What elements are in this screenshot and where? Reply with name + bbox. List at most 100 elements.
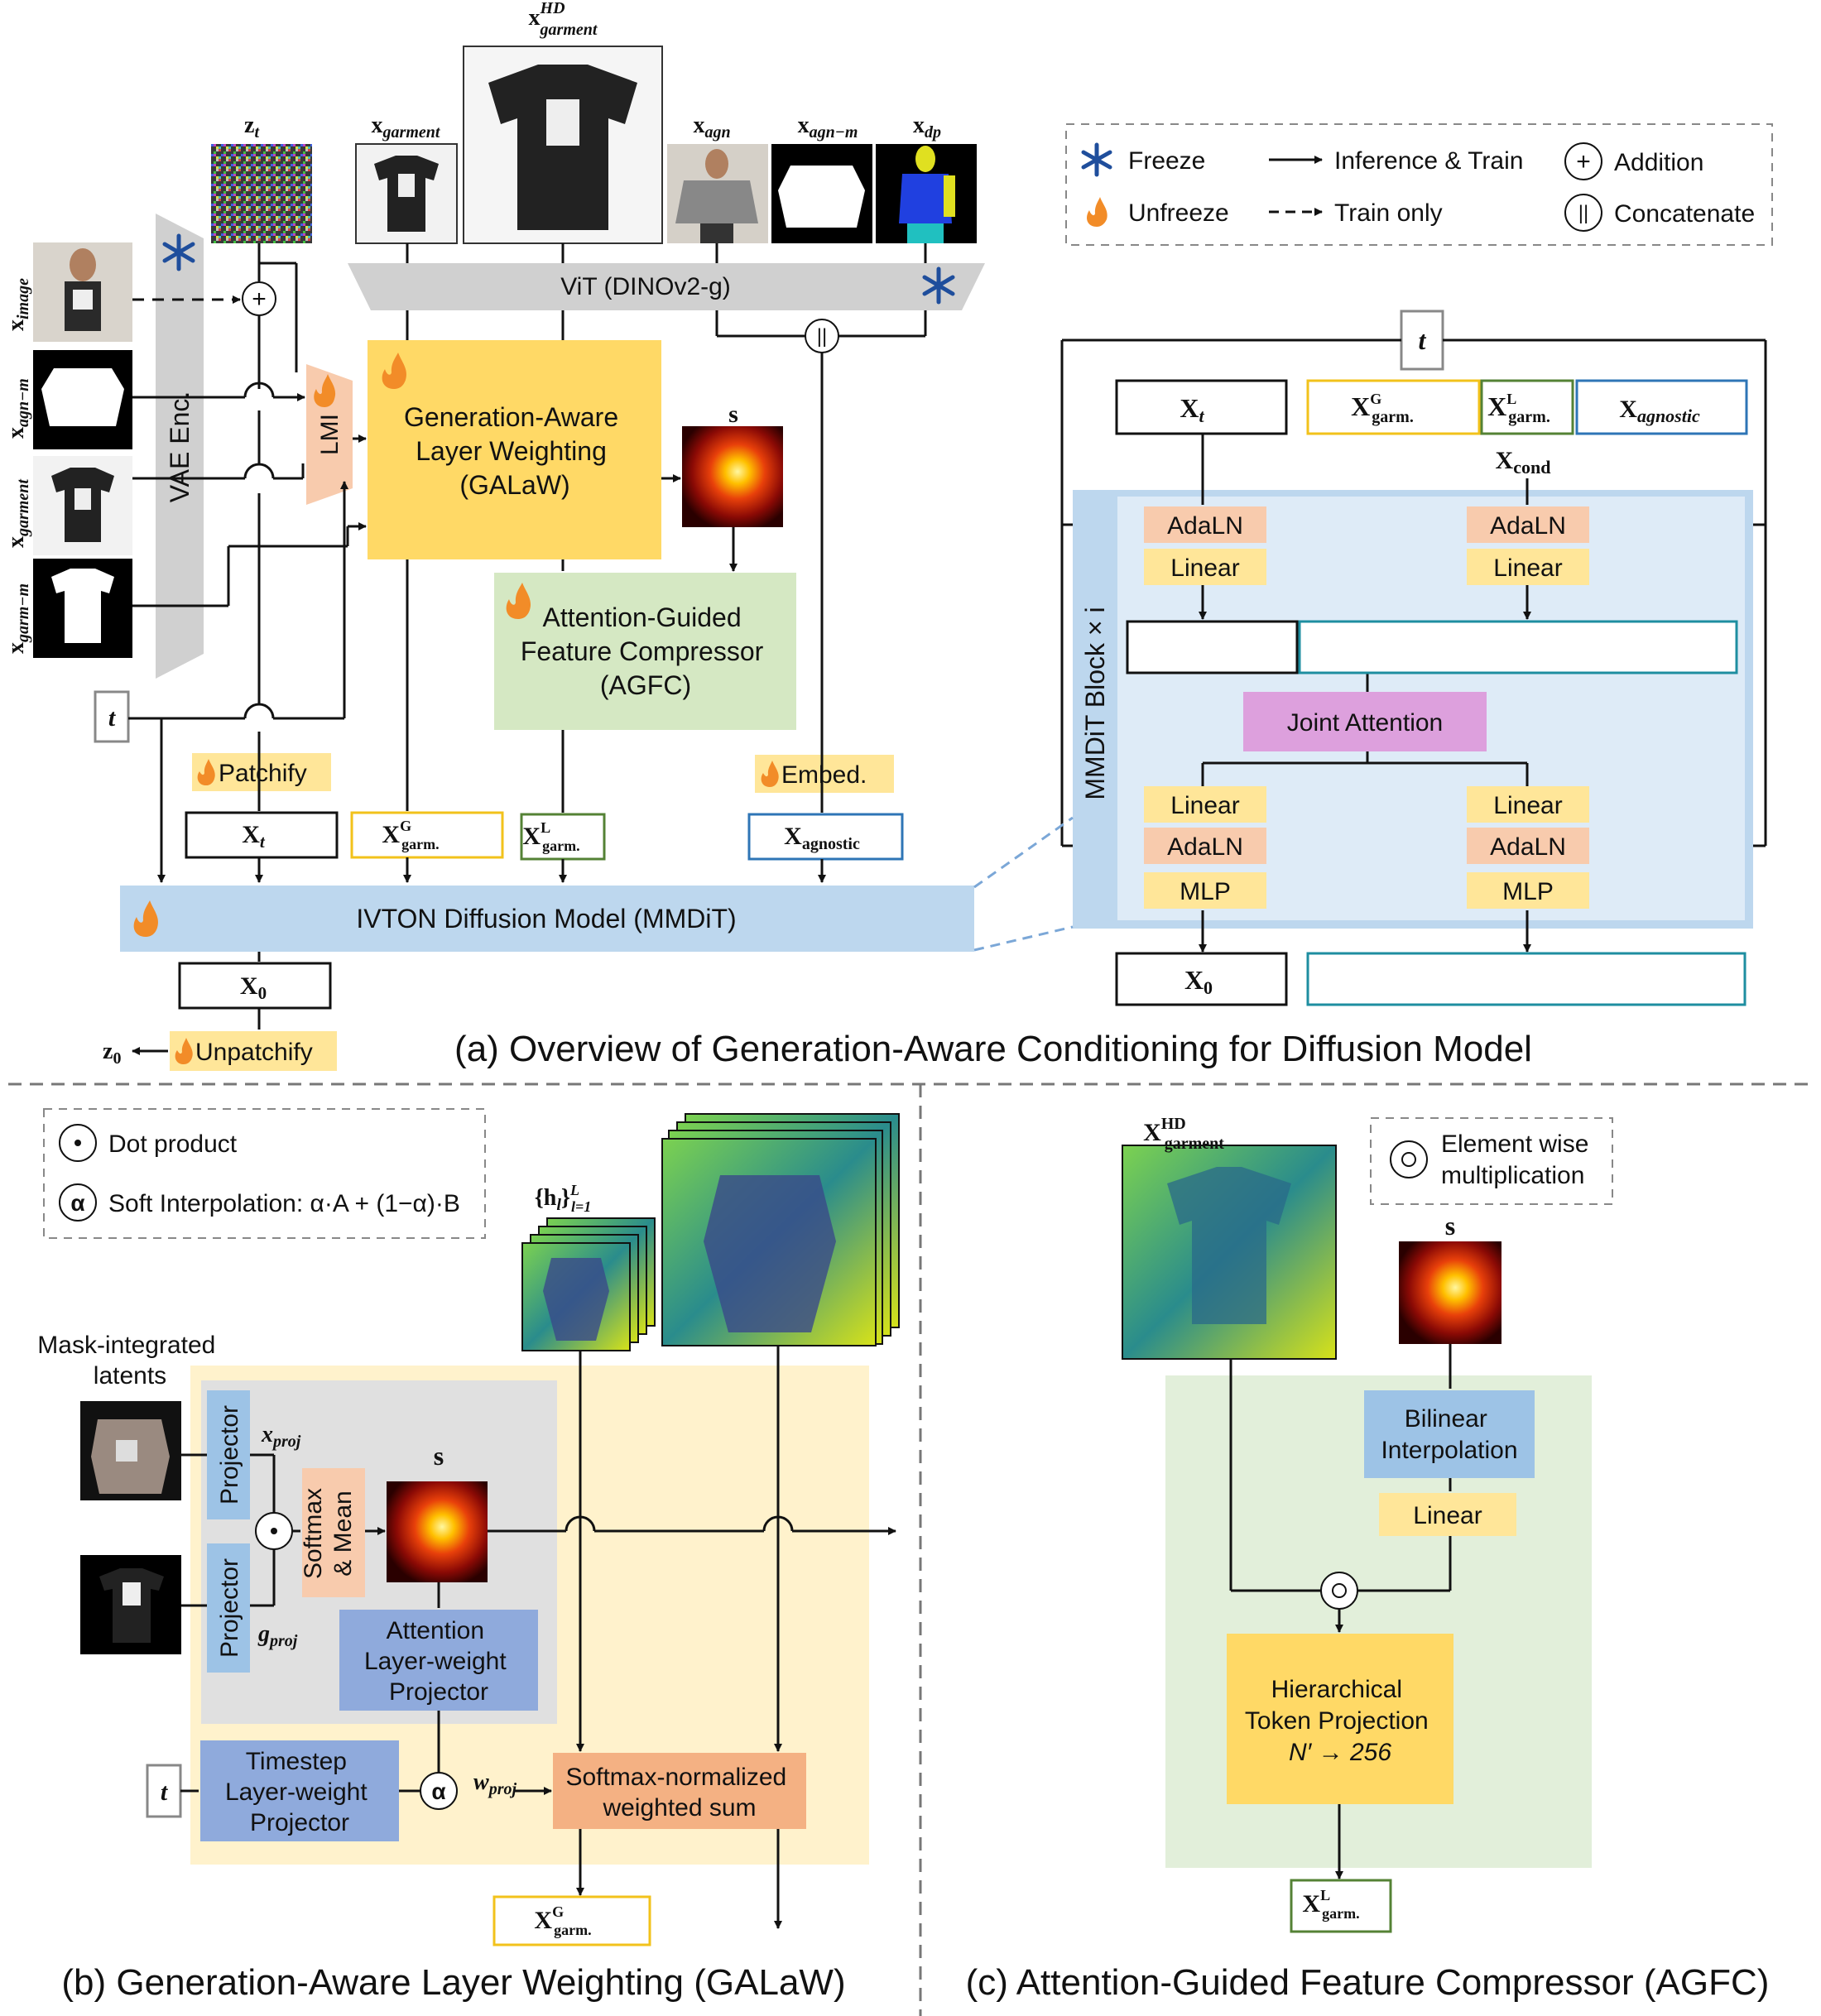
top-x-hd-garment-image bbox=[463, 46, 663, 244]
svg-text:Addition: Addition bbox=[1614, 149, 1703, 176]
mask-latent-image-1 bbox=[80, 1401, 181, 1500]
feature-map-stack-small bbox=[521, 1217, 656, 1351]
svg-text:xdp: xdp bbox=[913, 113, 941, 142]
svg-text:Xagnostic: Xagnostic bbox=[784, 823, 860, 853]
svg-text:α: α bbox=[431, 1778, 445, 1804]
panel-a-connections bbox=[128, 243, 927, 1055]
svg-text:Inference & Train: Inference & Train bbox=[1334, 147, 1523, 175]
svg-text:Joint Attention: Joint Attention bbox=[1287, 709, 1443, 737]
svg-text:LMI: LMI bbox=[316, 414, 344, 455]
svg-text:||: || bbox=[1578, 202, 1588, 224]
svg-text:xgarment: xgarment bbox=[372, 113, 441, 142]
svg-text:xgarm−m: xgarm−m bbox=[3, 583, 32, 654]
svg-text:wproj: wproj bbox=[473, 1769, 517, 1798]
svg-text:Projector: Projector bbox=[216, 1405, 243, 1505]
snowflake-icon bbox=[162, 233, 195, 271]
xg-token-box bbox=[350, 811, 504, 859]
flame-icon bbox=[197, 759, 215, 785]
input-x-agn-m bbox=[33, 350, 132, 449]
concat-circle-icon bbox=[1564, 194, 1602, 232]
svg-text:+: + bbox=[1576, 148, 1591, 175]
svg-text:ximage: ximage bbox=[3, 278, 32, 331]
zt-label: zt bbox=[244, 113, 260, 142]
top-x-dp-image bbox=[876, 144, 977, 243]
svg-text:xagn−m: xagn−m bbox=[3, 378, 32, 439]
svg-text:t: t bbox=[161, 1778, 169, 1806]
svg-text:Timestep Layer-weight: Timestep Layer-weight Projector bbox=[225, 1748, 374, 1836]
svg-text:Xt: Xt bbox=[1180, 393, 1204, 426]
flame-icon bbox=[761, 761, 779, 787]
svg-text:Softmax& Mean: Softmax& Mean bbox=[300, 1488, 357, 1579]
svg-text:α: α bbox=[70, 1190, 84, 1216]
snowflake-icon bbox=[1081, 142, 1112, 177]
svg-text:Train only: Train only bbox=[1334, 199, 1443, 227]
top-x-agn-m-image bbox=[771, 144, 872, 243]
flame-icon bbox=[314, 374, 336, 407]
svg-text:Unpatchify: Unpatchify bbox=[195, 1039, 313, 1066]
s-heatmap bbox=[682, 426, 783, 527]
svg-text:||: || bbox=[817, 325, 827, 348]
x0-token-box bbox=[178, 962, 332, 1010]
svg-text:Linear: Linear bbox=[1170, 792, 1239, 819]
svg-text:gproj: gproj bbox=[257, 1621, 298, 1650]
galaw-title: Generation-Aware Layer Weighting (GALaW) bbox=[404, 402, 626, 500]
svg-text:Linear: Linear bbox=[1413, 1502, 1482, 1529]
xt-token-box bbox=[185, 811, 339, 859]
svg-text:Projector: Projector bbox=[216, 1558, 243, 1658]
svg-text:Embed.: Embed. bbox=[781, 761, 867, 789]
t-input-box bbox=[94, 690, 130, 743]
svg-text:Hierarchical Token Proje: Hierarchical Token Projection N′ → 256 bbox=[1245, 1676, 1435, 1766]
svg-text:Linear: Linear bbox=[1493, 792, 1562, 819]
svg-text:Unfreeze: Unfreeze bbox=[1128, 199, 1229, 227]
caption-c: (c) Attention-Guided Feature Compressor … bbox=[966, 1962, 1770, 2003]
svg-text:MLP: MLP bbox=[1502, 878, 1554, 905]
svg-text:xproj: xproj bbox=[261, 1422, 301, 1451]
legend-box bbox=[1065, 123, 1773, 246]
svg-text:Dot product: Dot product bbox=[108, 1130, 238, 1158]
patchify-label bbox=[192, 753, 331, 791]
svg-text:xagn−m: xagn−m bbox=[798, 113, 858, 142]
flame-icon bbox=[382, 353, 407, 389]
svg-text:AdaLN: AdaLN bbox=[1490, 512, 1566, 540]
snowflake-icon bbox=[922, 266, 955, 305]
top-x-agn-image bbox=[667, 144, 768, 243]
input-x-garm-m bbox=[33, 559, 132, 658]
svg-text:Element wise multiplicat: Element wise multiplication bbox=[1441, 1130, 1596, 1189]
svg-text:Freeze: Freeze bbox=[1128, 147, 1205, 175]
flame-icon bbox=[175, 1038, 193, 1064]
svg-text:Softmax-normalized weigh: Softmax-normalized weighted sum bbox=[565, 1764, 793, 1822]
svg-text:Bilinear Interpolation: Bilinear Interpolation bbox=[1381, 1405, 1517, 1464]
svg-text:Xt: Xt bbox=[242, 821, 266, 852]
svg-text:Xcond: Xcond bbox=[1496, 447, 1551, 478]
svg-text:xgarment: xgarment bbox=[3, 478, 32, 548]
svg-text:MMDiT Block × i: MMDiT Block × i bbox=[1080, 607, 1110, 799]
vit-encoder bbox=[348, 263, 985, 310]
xagn-token-box bbox=[747, 813, 904, 861]
svg-text:t: t bbox=[1419, 325, 1427, 355]
zt-noise-image bbox=[211, 144, 312, 243]
svg-text:s: s bbox=[1445, 1211, 1455, 1241]
svg-text:s: s bbox=[434, 1441, 444, 1471]
agfc-title: Attention-Guided Feature Compressor (AGF… bbox=[521, 602, 771, 700]
svg-text:s: s bbox=[728, 401, 738, 428]
svg-text:Patchify: Patchify bbox=[219, 760, 307, 787]
svg-text:{hl}Ll=1: {hl}Ll=1 bbox=[535, 1182, 591, 1215]
svg-text:X0: X0 bbox=[240, 972, 267, 1003]
svg-text:Xagnostic: Xagnostic bbox=[1619, 396, 1700, 426]
mask-latent-image-2 bbox=[80, 1555, 181, 1654]
plus-circle-icon bbox=[1564, 142, 1602, 180]
galaw-box bbox=[368, 340, 661, 559]
svg-text:t: t bbox=[108, 704, 117, 732]
svg-text:Concatenate: Concatenate bbox=[1614, 200, 1755, 228]
caption-b: (b) Generation-Aware Layer Weighting (GA… bbox=[61, 1962, 845, 2003]
svg-text:Attention Layer-weight: Attention Layer-weight Projector bbox=[364, 1617, 513, 1706]
